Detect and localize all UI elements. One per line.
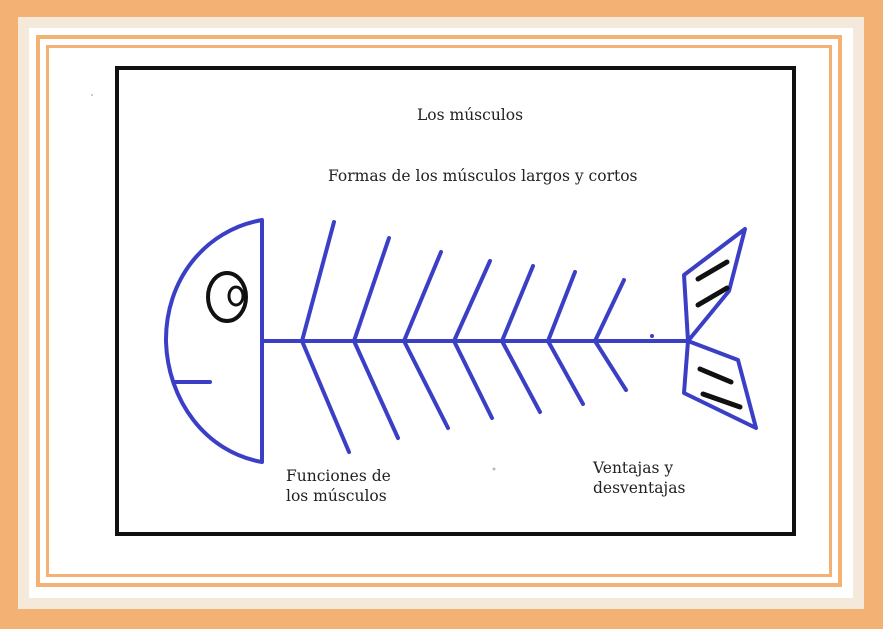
upper-bones [300,220,626,343]
speck [91,94,93,96]
lower-bone [593,339,628,392]
lower-bone [500,339,542,414]
tail-mark [700,391,743,410]
lower-bone [402,339,450,430]
lower-bone [452,339,494,420]
fish-eye-outer [206,271,248,323]
tail-fin-lower [682,339,758,430]
upper-bone [352,236,391,343]
lower-bone [546,339,585,406]
lower-bone [352,339,400,440]
bottom-left-branch-label: Funciones de los músculos [286,467,391,505]
bottom-right-branch-label: Ventajas y desventajas [593,459,686,497]
upper-bone [452,259,492,343]
tail-fin-upper [682,227,747,343]
upper-bone [593,278,626,343]
spine-dot [650,334,654,338]
tail-mark [697,366,734,385]
upper-bone [546,270,577,343]
upper-bone [500,264,535,343]
tail-marks [695,259,743,410]
tail-mark [695,259,730,282]
top-branch-label: Formas de los músculos largos y cortos [328,167,638,185]
fish-head [163,218,264,464]
upper-bone [402,250,443,343]
speck [492,467,496,471]
lower-bones [300,339,628,454]
fish-eye-pupil [227,285,245,307]
tail-mark [695,285,730,308]
lower-bone [300,339,351,454]
diagram-title: Los músculos [417,106,524,124]
upper-bone [300,220,336,343]
